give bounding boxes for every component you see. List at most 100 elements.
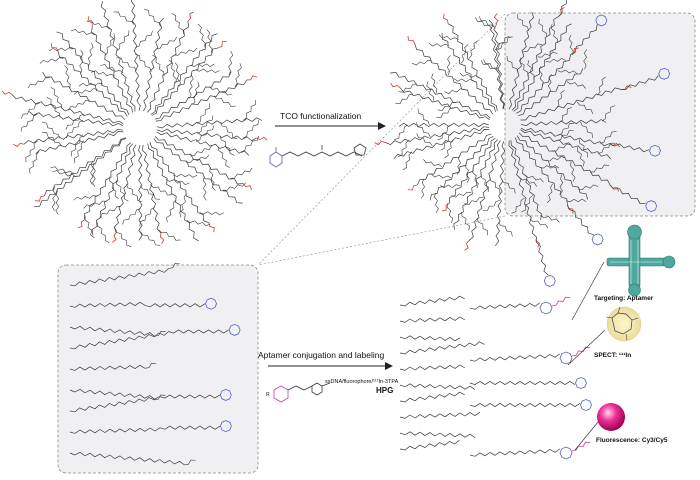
hpg-tco-arm [520, 127, 610, 147]
hpg-start-branch [166, 199, 177, 223]
hpg-tco-arm [520, 87, 621, 121]
hpg-tco-arm [429, 135, 494, 201]
product-free-tco-ring [575, 377, 587, 389]
zoom-tco-linker [159, 394, 220, 399]
hpg-tco-branch [416, 133, 433, 147]
zoom-branch [144, 363, 157, 369]
hpg-start-branch [206, 29, 213, 54]
hpg-tco-amine-tip [407, 35, 416, 45]
hpg-start-branch [220, 121, 238, 140]
hpg-start-amine-tip [50, 43, 59, 52]
hpg-tco-branch [570, 161, 576, 182]
hpg-tco-branch [580, 121, 593, 138]
hpg-tco-branch [482, 200, 500, 211]
product-arm [399, 295, 465, 307]
hpg-start-arm [91, 26, 133, 113]
hpg-tco-branch [444, 88, 465, 94]
hpg-tco-branch [437, 124, 452, 141]
product-tetrazine [571, 346, 591, 357]
hpg-start-amine-tip [256, 136, 268, 141]
product-arm [399, 411, 481, 419]
hpg-tco-branch [545, 156, 566, 162]
hpg-tco-amine-tip [441, 203, 450, 212]
hpg-start-branch [134, 53, 152, 72]
hpg-tco-arm [520, 129, 612, 160]
hpg-tco-branch [538, 18, 548, 38]
hpg-start-branch [115, 228, 132, 247]
hpg-tco-branch [511, 197, 525, 214]
hpg-start-branch [115, 180, 129, 202]
hpg-tco-branch [397, 139, 410, 158]
hpg-tco-branch [540, 215, 560, 223]
hpg-tco-arm [384, 126, 490, 146]
hpg-start-branch [52, 170, 77, 177]
hpg-tco-branch [521, 195, 533, 213]
product-arm [399, 335, 461, 342]
hpg-start-arm [157, 117, 263, 129]
hpg-tco-branch [517, 14, 529, 31]
hpg-start-branch [50, 87, 63, 109]
spect-label: SPECT: ¹¹¹In [594, 352, 631, 359]
hpg-start-arm [154, 71, 232, 120]
hpg-tco-amine-tip [493, 13, 498, 25]
hpg-tco-branch [465, 162, 470, 183]
hpg-start-branch [165, 179, 190, 186]
hpg-start-branch [73, 195, 98, 201]
hpg-start-branch [49, 47, 74, 52]
hpg-tco-branch [497, 36, 513, 51]
zoom-arm [69, 427, 161, 434]
hpg-tco-arm [441, 33, 496, 112]
hpg-start-arm [91, 143, 134, 236]
zoom-arm [69, 301, 146, 308]
hpg-start-arm [155, 79, 248, 122]
targeting-aptamer-label: Targeting: Aptamer [594, 295, 654, 302]
hpg-start-branch [240, 135, 260, 153]
hpg-start-branch [140, 231, 161, 246]
hpg-tco-branch [589, 164, 610, 173]
zoom-arm [69, 331, 169, 350]
hpg-tco-branch [472, 168, 479, 189]
hpg-tco-branch [557, 69, 578, 75]
hpg-tco-branch [527, 60, 535, 80]
zoom-connector-top [257, 13, 506, 266]
hpg-start-arm [113, 144, 137, 233]
hpg-tco-arm [514, 137, 568, 205]
product-arm [399, 364, 466, 371]
hpg-start-branch [126, 183, 143, 203]
hpg-tco-arm [488, 19, 505, 109]
hpg-start-branch [143, 8, 161, 27]
hpg-start-arm [138, 145, 143, 241]
hpg-start-amine-tip [77, 219, 85, 229]
hpg-tco-amine-tip [390, 82, 401, 89]
hpg-tco-branch [548, 73, 552, 95]
hpg-start-branch [234, 63, 242, 87]
hpg-tco-branch [552, 143, 572, 152]
hpg-tco-arm [495, 141, 506, 247]
hpg-start-amine-tip [34, 195, 45, 202]
hpg-tco-arm [447, 23, 498, 111]
hpg-tco-tco-linker [570, 24, 598, 55]
hpg-tco-branch [538, 165, 560, 169]
hpg-start-branch [135, 30, 153, 48]
hpg-tco-branch [468, 40, 479, 59]
hpg-start-branch [152, 54, 165, 76]
hpg-tco-tco-linker [567, 204, 594, 236]
hpg-tco-branch [476, 218, 488, 236]
hpg-start-branch [139, 206, 155, 227]
hpg-start-branch [51, 186, 56, 211]
hpg-tco-branch [483, 59, 500, 72]
hpg-tco-branch [440, 133, 452, 151]
zoom-arm [69, 451, 185, 466]
hpg-tco-branch [577, 147, 585, 167]
hpg-tco-branch [519, 57, 529, 77]
zoom-arm [69, 268, 169, 287]
hpg-tco-amine-tip [443, 13, 449, 24]
product-tetrazine [551, 296, 571, 307]
hpg-start-arm [11, 94, 124, 125]
hpg-start-branch [190, 63, 215, 67]
hpg-tco-branch [436, 107, 454, 118]
hpg-tco-branch [456, 154, 461, 175]
hpg-start-branch [87, 42, 94, 67]
hpg-tco-arm [389, 71, 491, 119]
